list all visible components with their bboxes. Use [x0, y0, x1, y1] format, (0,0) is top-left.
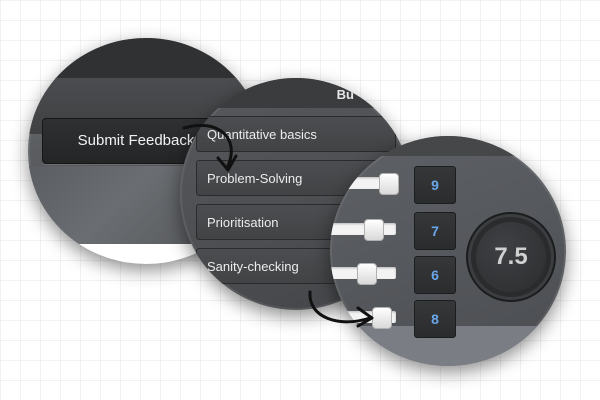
- slider-thumb[interactable]: [356, 263, 377, 285]
- average-score-ring: 7.5: [468, 214, 554, 300]
- slider-thumb[interactable]: [379, 173, 400, 195]
- score-slider[interactable]: [330, 223, 396, 235]
- score-box: 9: [414, 166, 456, 204]
- top-strip: [330, 136, 566, 156]
- average-score: 7.5: [476, 222, 546, 292]
- skill-label: Quantitative basics: [207, 127, 317, 142]
- score-box: 8: [414, 300, 456, 338]
- top-bar: [28, 38, 264, 79]
- score-box: 7: [414, 212, 456, 250]
- curved-arrow-icon: [308, 290, 374, 328]
- curved-arrow-icon: [182, 123, 238, 172]
- score-box: 6: [414, 256, 456, 294]
- skill-label: Prioritisation: [207, 215, 279, 230]
- skill-label: Problem-Solving: [207, 171, 303, 186]
- slider-thumb[interactable]: [364, 219, 385, 241]
- panel-header: Bu: [180, 78, 412, 108]
- scores-zoom-circle: 9 7 6 8 7.5: [330, 136, 566, 366]
- skill-label: Sanity-checking: [207, 259, 299, 274]
